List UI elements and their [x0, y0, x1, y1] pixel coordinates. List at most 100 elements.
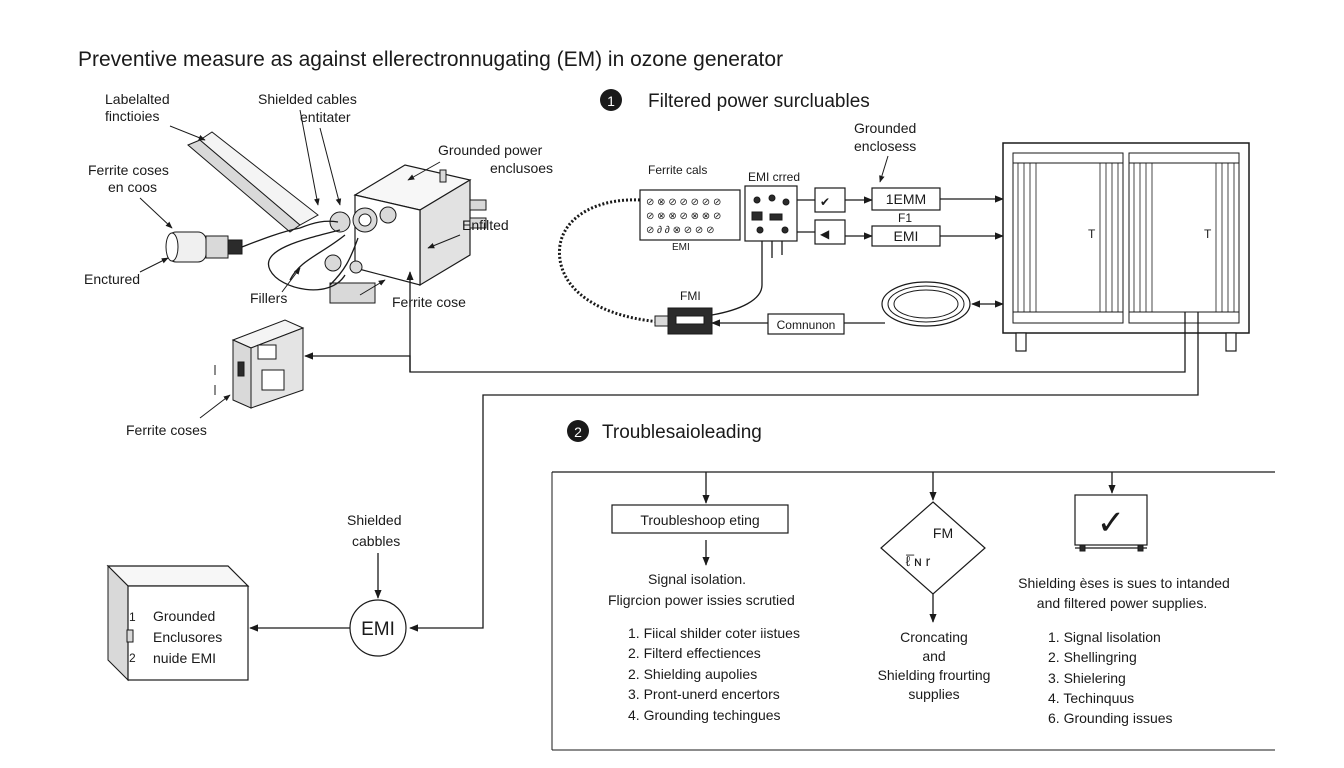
section-2: 2 Troublesaioleading Troubleshoop eting … — [551, 420, 1275, 751]
plug-face — [165, 232, 179, 262]
label-ferrite-coses-bottom: Ferrite coses — [126, 422, 207, 438]
filter-panel — [639, 189, 741, 241]
label-grounded: Grounded — [854, 120, 916, 136]
cabinet-foot — [1225, 332, 1237, 352]
label-enfilted: Enfilted — [462, 217, 509, 233]
pointer-arrow — [169, 125, 206, 141]
section-1: 1 Filtered power surcluables Grounded en… — [557, 89, 1250, 352]
plug-tip — [227, 239, 243, 255]
enclosure-box-side — [107, 564, 129, 682]
grounded-cabinet — [1002, 142, 1250, 334]
module-slot — [257, 344, 277, 360]
fmi-display — [675, 315, 705, 325]
col3-item: 2. Shellingring — [1048, 649, 1137, 665]
panel-row: ⊘ ⊗ ⊘ ⊘ ⊘ ⊘ ⊘ — [646, 197, 721, 208]
connector-core — [358, 213, 372, 227]
label-enclosess: enclosess — [854, 138, 916, 154]
box-mark: 2 — [129, 651, 136, 665]
check-icon: ✓ — [1097, 504, 1126, 542]
col1-item: 3. Pront-unerd encertors — [628, 686, 780, 702]
label-ferrite-cose: Ferrite cose — [392, 294, 466, 310]
enclosure-box-front — [127, 585, 249, 681]
col2-text: Shielding frourting — [878, 667, 991, 683]
module-switch — [237, 361, 245, 377]
label-enctured: Enctured — [84, 271, 140, 287]
board-part — [756, 226, 764, 234]
pointer-arrow — [199, 394, 231, 419]
decision-diamond — [880, 501, 986, 595]
col1-item: 1. Fiical shilder coter iistues — [628, 625, 800, 641]
label-ferrite-cals: Ferrite cals — [648, 163, 707, 177]
cable — [329, 237, 359, 286]
enclosure-stub — [439, 169, 447, 183]
col3-heading: Shielding èses is sues to intanded — [1018, 575, 1230, 591]
ferrite-core — [324, 254, 342, 272]
plug-body — [205, 235, 229, 259]
cabinet-t-left: T — [1088, 227, 1096, 241]
box-comnunon — [767, 313, 845, 335]
cable-coil — [893, 289, 959, 319]
label-grounded-power: Grounded power — [438, 142, 543, 158]
col3-item: 1. Signal lisolation — [1048, 629, 1161, 645]
wire — [711, 284, 763, 316]
cable — [299, 220, 339, 229]
cable — [289, 234, 346, 281]
pointer-arrow — [359, 279, 386, 296]
board-part — [781, 226, 789, 234]
monitor-foot — [1137, 544, 1144, 552]
col2-text: Croncating — [900, 629, 968, 645]
col2-text: and — [922, 648, 945, 664]
pointer-arrow — [281, 267, 301, 293]
col3-item: 3. Shielering — [1048, 670, 1126, 686]
panel-row: ⊘ ∂ ∂ ⊗ ⊘ ⊘ ⊘ — [646, 225, 714, 236]
label-finctioies: finctioies — [105, 108, 159, 124]
pointer-arrow — [139, 197, 173, 229]
box-line: Grounded — [153, 608, 215, 624]
section-1-badge — [600, 89, 622, 111]
fmi-plug — [654, 315, 669, 327]
cable-coil — [881, 281, 971, 327]
connector — [379, 206, 397, 224]
board-part — [751, 211, 763, 221]
cabinet-door-left — [1012, 152, 1124, 324]
col1-heading: Signal isolation. — [648, 571, 746, 587]
box-mark-bar — [126, 629, 134, 643]
box-1emm-label: 1EMM — [886, 191, 926, 207]
label-emi-small: EMI — [672, 242, 690, 253]
plug-cable — [241, 227, 301, 248]
switch-mark: ✔ — [820, 195, 830, 209]
monitor-foot — [1079, 544, 1086, 552]
coiled-cable — [557, 198, 661, 324]
troubleshooting-box — [611, 504, 789, 534]
col1-item: 2. Shielding aupolies — [628, 666, 757, 682]
col3-item: 4. Techinquus — [1048, 690, 1134, 706]
box-emi-label: EMI — [894, 228, 919, 244]
pointer-arrow — [319, 127, 342, 206]
pointer-arrow — [879, 155, 889, 183]
label-f1: F1 — [898, 211, 912, 225]
pointer-arrow — [407, 161, 441, 181]
cabinet-door-right — [1128, 152, 1240, 324]
cabinet-foot — [1015, 332, 1027, 352]
label-shielded-cables: Shielded cables — [258, 91, 357, 107]
section-1-title: Filtered power surcluables — [648, 91, 870, 112]
col3-item: 6. Grounding issues — [1048, 710, 1173, 726]
section-2-number: 2 — [574, 424, 582, 440]
board-part — [782, 198, 790, 206]
label-emi-crred: EMI crred — [748, 170, 800, 184]
col3-heading: and filtered power supplies. — [1037, 595, 1207, 611]
section-2-title: Troublesaioleading — [602, 422, 762, 443]
label-fmi: FMI — [680, 289, 701, 303]
box-line: nuide EMI — [153, 650, 216, 666]
page-title: Preventive measure as against ellerectro… — [78, 48, 783, 71]
cabinet-hatch — [1017, 163, 1235, 312]
panel-row: ⊘ ⊗ ⊗ ⊘ ⊗ ⊗ ⊘ — [646, 211, 721, 222]
label-fillers: Fillers — [250, 290, 287, 306]
col1-item: 2. Filterd effectiences — [628, 645, 761, 661]
troubleshooting-box-label: Troubleshoop eting — [640, 512, 759, 528]
board-part — [753, 196, 761, 204]
module-slot — [261, 369, 285, 391]
monitor-box — [1074, 494, 1148, 546]
label-labelalted: Labelalted — [105, 91, 170, 107]
cable-loop — [267, 229, 346, 291]
